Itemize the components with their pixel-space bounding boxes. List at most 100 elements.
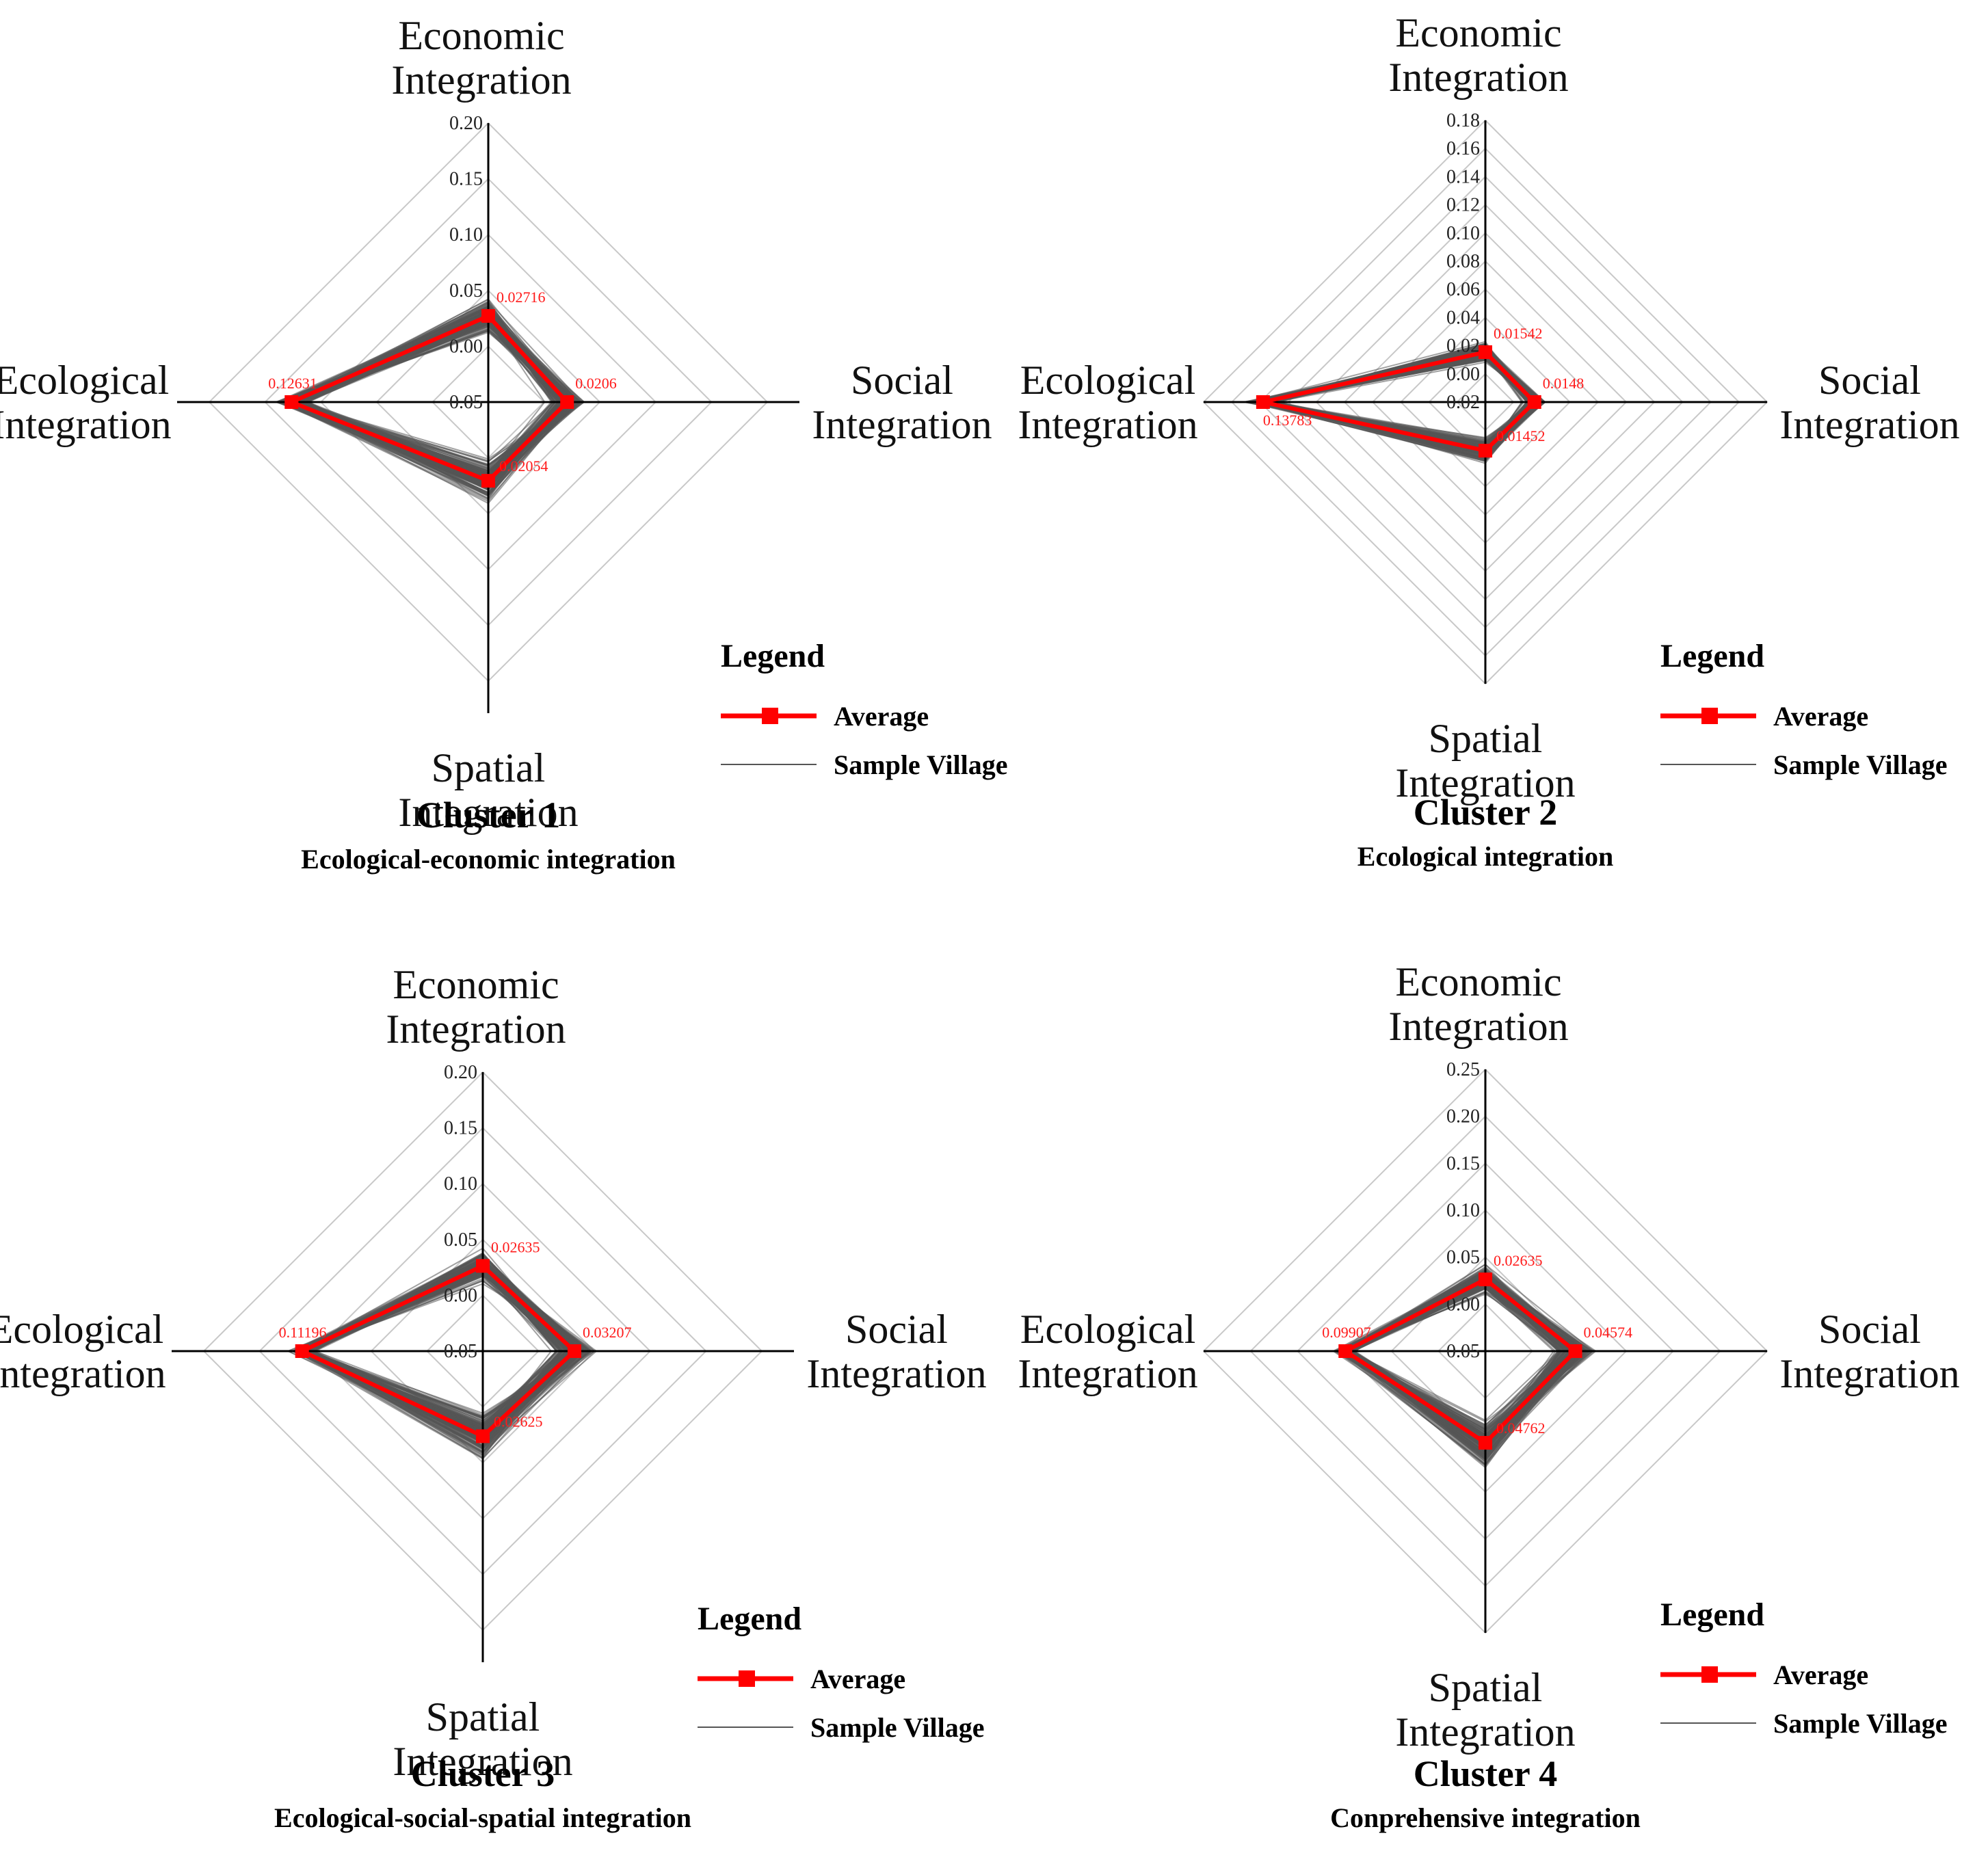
tick-label: 0.08 — [1446, 251, 1480, 272]
legend-average-label: Average — [1773, 701, 1868, 732]
legend-sample-label: Sample Village — [1773, 749, 1947, 780]
legend-sample-label: Sample Village — [810, 1712, 984, 1743]
legend-average-marker — [739, 1670, 755, 1687]
cluster-title: Cluster 1 — [416, 795, 561, 836]
radar-axes — [1204, 120, 1767, 684]
tick-labels: 0.250.200.150.100.050.000.05 — [1446, 1059, 1480, 1362]
tick-label: 0.10 — [1446, 223, 1480, 244]
tick-label: 0.02 — [1446, 392, 1480, 413]
average-marker — [476, 1429, 490, 1443]
legend-average-label: Average — [810, 1664, 905, 1694]
legend-title: Legend — [698, 1601, 801, 1637]
average-marker — [1568, 1344, 1582, 1358]
average-marker — [1527, 395, 1541, 409]
tick-label: 0.10 — [1446, 1200, 1480, 1221]
cluster-title: Cluster 4 — [1414, 1753, 1558, 1794]
tick-labels: 0.200.150.100.050.000.05 — [449, 113, 483, 413]
tick-label: 0.10 — [444, 1173, 477, 1195]
average-data-label: 0.01452 — [1496, 427, 1546, 444]
average-data-label: 0.02635 — [491, 1238, 540, 1255]
tick-label: 0.18 — [1446, 110, 1480, 131]
legend-average-label: Average — [834, 701, 929, 732]
average-series: 0.02635 0.04574 0.04762 0.09907 — [1322, 1252, 1632, 1450]
average-marker — [1479, 345, 1492, 360]
average-data-label: 0.02716 — [496, 289, 546, 306]
tick-label: 0.14 — [1446, 166, 1480, 187]
legend-average-marker — [762, 708, 778, 724]
legend-title: Legend — [1660, 1597, 1764, 1633]
tick-label: 0.05 — [444, 1229, 477, 1251]
average-marker — [560, 395, 574, 409]
legend-title: Legend — [1660, 638, 1764, 674]
average-data-label: 0.01542 — [1494, 325, 1543, 342]
average-marker — [567, 1344, 581, 1358]
sample-village-lines — [286, 1247, 598, 1460]
tick-label: 0.06 — [1446, 279, 1480, 300]
average-data-label: 0.02625 — [494, 1413, 543, 1430]
legend-title: Legend — [721, 638, 825, 674]
tick-label: 0.16 — [1446, 138, 1480, 159]
tick-label: 0.15 — [444, 1118, 477, 1139]
average-marker — [1479, 1436, 1492, 1450]
radar-axes — [177, 123, 799, 713]
tick-labels: 0.180.160.140.120.100.080.060.040.020.00… — [1446, 110, 1480, 413]
average-data-label: 0.04762 — [1496, 1419, 1546, 1437]
cluster-1-panel: 0.200.150.100.050.000.050.027160.02060.0… — [0, 13, 1007, 875]
legend-sample-label: Sample Village — [1773, 1708, 1947, 1739]
average-marker — [1338, 1344, 1353, 1358]
tick-label: 0.05 — [1446, 1247, 1480, 1268]
cluster-subtitle: Ecological-social-spatial integration — [274, 1802, 691, 1833]
average-data-label: 0.02635 — [1494, 1252, 1543, 1269]
average-marker — [284, 395, 299, 409]
average-series: 0.02716 0.0206 0.02054 0.12631 — [268, 289, 617, 488]
tick-label: 0.00 — [444, 1285, 477, 1306]
average-data-label: 0.02054 — [499, 457, 548, 475]
average-marker — [1256, 395, 1270, 409]
legend-average-marker — [1701, 708, 1718, 724]
tick-label: 0.00 — [449, 336, 483, 357]
tick-label: 0.05 — [1446, 1341, 1480, 1362]
average-marker — [481, 474, 495, 488]
tick-label: 0.25 — [1446, 1059, 1480, 1080]
average-data-label: 0.12631 — [268, 375, 317, 392]
average-data-label: 0.0206 — [575, 375, 617, 392]
radar-axes — [172, 1072, 794, 1662]
average-data-label: 0.04574 — [1583, 1324, 1632, 1341]
average-data-label: 0.11196 — [279, 1324, 327, 1341]
average-data-label: 0.09907 — [1322, 1324, 1371, 1341]
legend-sample-label: Sample Village — [834, 749, 1007, 780]
cluster-3-panel: 0.200.150.100.050.000.050.026350.032070.… — [0, 962, 987, 1833]
tick-labels: 0.200.150.100.050.000.05 — [444, 1062, 477, 1362]
average-data-label: 0.0148 — [1543, 375, 1585, 392]
cluster-2-panel: 0.180.160.140.120.100.080.060.040.020.00… — [1018, 10, 1959, 872]
average-marker — [476, 1259, 490, 1273]
tick-label: 0.10 — [449, 224, 483, 245]
cluster-4-panel: 0.250.200.150.100.050.000.050.026350.045… — [1018, 959, 1959, 1833]
tick-label: 0.05 — [449, 280, 483, 302]
cluster-title: Cluster 2 — [1414, 792, 1558, 833]
cluster-subtitle: Ecological integration — [1357, 841, 1613, 872]
tick-label: 0.05 — [449, 392, 483, 413]
tick-label: 0.04 — [1446, 307, 1480, 328]
average-marker — [481, 309, 495, 323]
